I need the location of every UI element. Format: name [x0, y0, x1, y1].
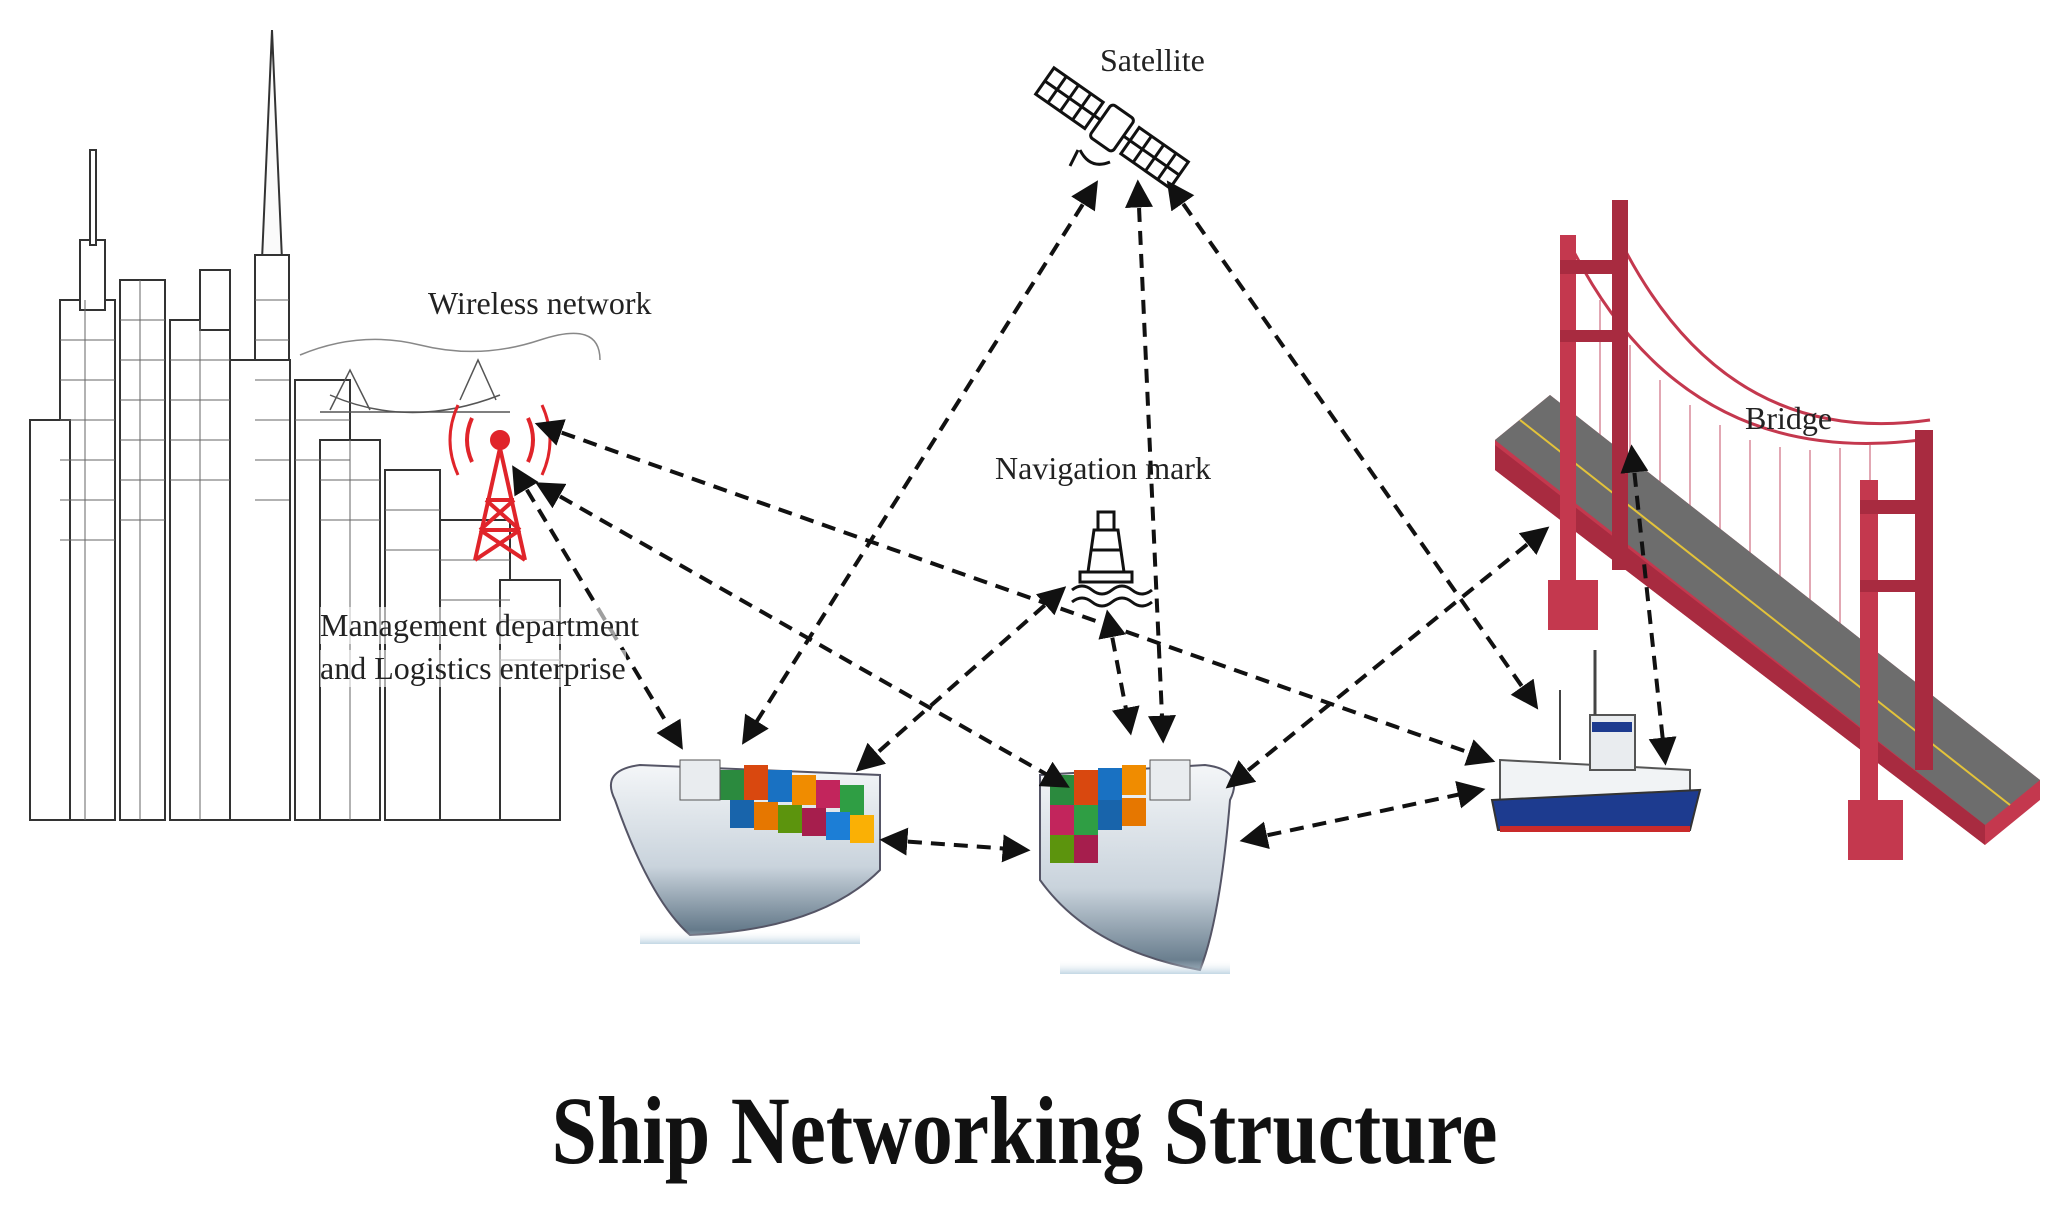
bridge-icon: [1495, 200, 2040, 860]
connection-arrows: [512, 179, 1677, 863]
link-satellite-shipB: [1125, 179, 1176, 744]
diagram-title: Ship Networking Structure: [551, 1077, 1498, 1184]
link-shipB-fishing: [1239, 780, 1486, 850]
management-label-line2: and Logistics enterprise: [320, 650, 626, 687]
link-buoy-shipB: [1098, 609, 1140, 736]
buoy-icon: [1071, 510, 1153, 608]
city-skyline-icon: [29, 29, 601, 821]
bridge-label: Bridge: [1745, 400, 1833, 436]
management-label-line1: Management department: [320, 607, 639, 644]
satellite-label: Satellite: [1100, 42, 1205, 78]
container-ship-icon: [609, 759, 881, 944]
satellite-icon: [1033, 65, 1191, 191]
fishing-vessel-icon: [1490, 650, 1702, 832]
navigation-mark-label: Navigation mark: [995, 450, 1211, 486]
container-ship-icon: [1039, 759, 1236, 974]
link-bridge-shipB: [1225, 526, 1550, 789]
wireless-network-label: Wireless network: [428, 285, 652, 321]
link-satellite-shipA: [742, 180, 1098, 745]
link-shipA-shipB: [879, 827, 1031, 863]
link-bridge-fishing: [1620, 444, 1677, 766]
link-buoy-shipA: [855, 586, 1067, 772]
link-satellite-fishing: [1166, 180, 1539, 710]
